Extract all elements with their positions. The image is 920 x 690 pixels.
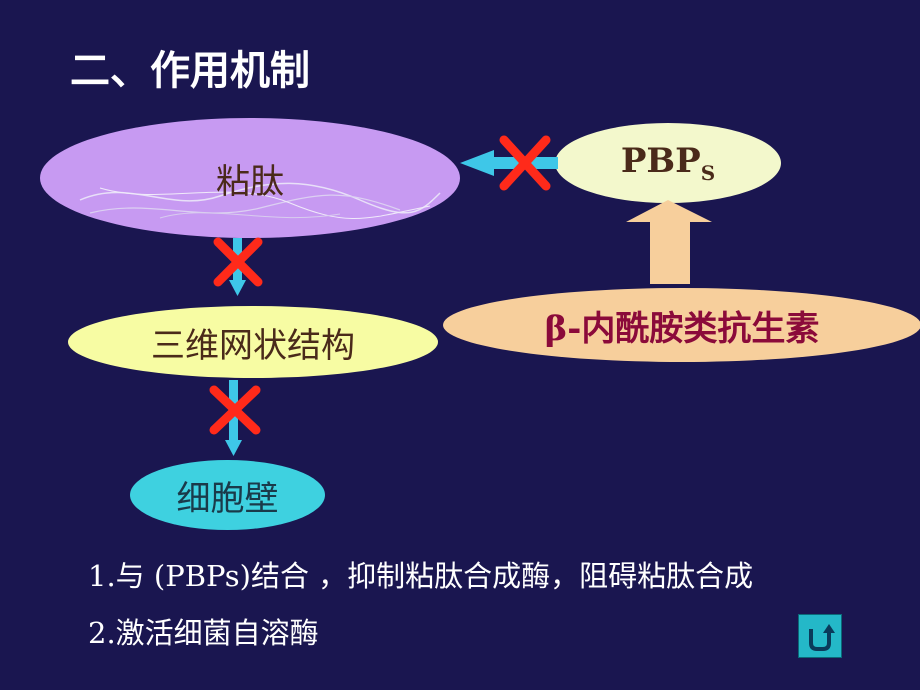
pbps-to-peptide-arrow	[460, 150, 558, 176]
beta-lactam-label: β-内酰胺类抗生素	[544, 308, 820, 349]
mesh-to-wall-arrow	[225, 380, 242, 456]
cell-wall-node: 细胞壁	[130, 460, 325, 530]
mesh-structure-node: 三维网状结构	[68, 306, 438, 378]
red-x-icon	[209, 385, 261, 435]
mechanism-note-2: 2.激活细菌自溶酶	[88, 616, 319, 650]
red-x-icon	[499, 135, 551, 191]
mechanism-note-1: 1.与 (PBPs)结合 ，抑制粘肽合成酶，阻碍粘肽合成	[88, 559, 754, 593]
pbps-label-main: PBP	[620, 141, 701, 182]
beta-to-pbps-arrow	[626, 200, 712, 284]
pbps-label-sub: S	[700, 160, 716, 185]
pbps-node: PBPS	[555, 123, 781, 203]
peptidoglycan-node: 粘肽	[40, 118, 460, 238]
pbps-label: PBPS	[621, 141, 715, 185]
mesh-structure-label: 三维网状结构	[151, 325, 355, 366]
page-title: 二、作用机制	[70, 48, 310, 94]
cell-wall-label: 细胞壁	[176, 478, 279, 519]
peptidoglycan-label: 粘肽	[216, 161, 284, 202]
red-x-icon	[213, 237, 263, 287]
beta-lactam-node: β-内酰胺类抗生素	[443, 288, 920, 362]
peptide-to-mesh-arrow	[229, 238, 246, 296]
return-arrow-icon	[809, 624, 835, 651]
return-button[interactable]	[798, 614, 842, 658]
